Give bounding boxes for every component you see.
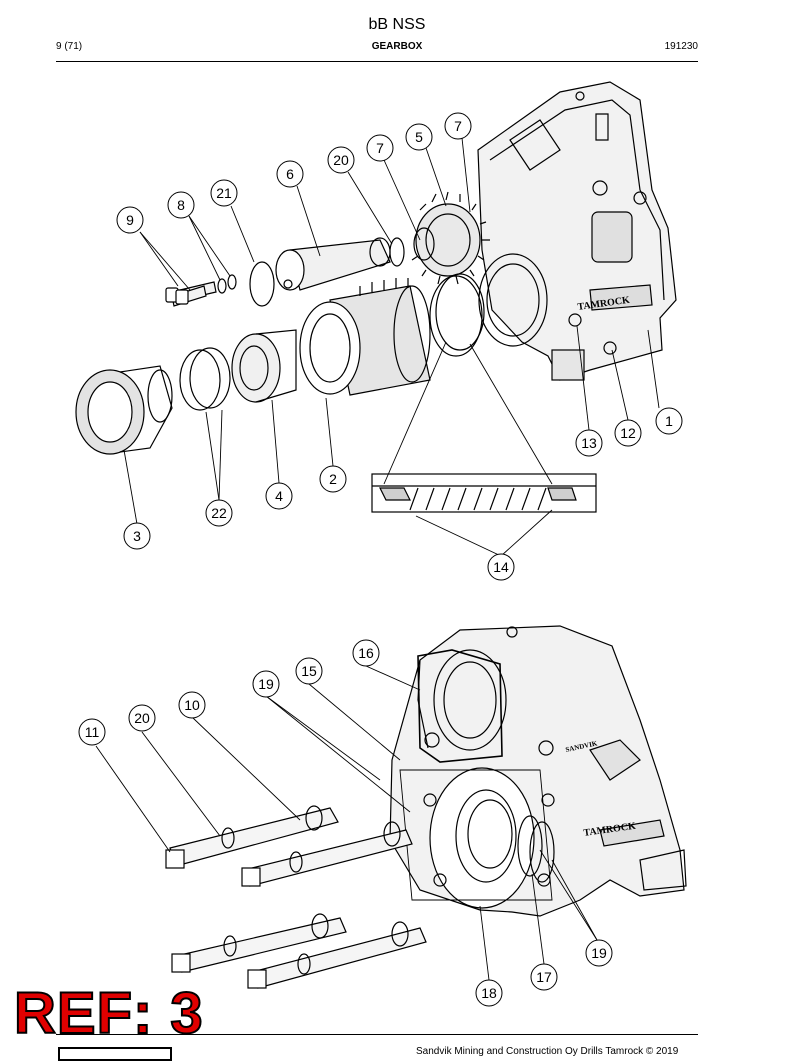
callout-21: 21: [210, 179, 238, 207]
callout-2: 2: [319, 465, 347, 493]
svg-text:4: 4: [275, 488, 283, 504]
callout-15: 15: [295, 657, 323, 685]
callout-7b: 7: [444, 112, 472, 140]
shaft-item-6: [275, 237, 391, 291]
svg-text:16: 16: [358, 645, 374, 661]
callout-12: 12: [614, 419, 642, 447]
header-rule: [56, 61, 698, 62]
svg-text:20: 20: [333, 152, 349, 168]
svg-text:19: 19: [591, 945, 607, 961]
valve-cartridges: [165, 805, 427, 989]
svg-text:8: 8: [177, 197, 185, 213]
svg-text:9: 9: [126, 212, 134, 228]
callout-13: 13: [575, 429, 603, 457]
svg-text:14: 14: [493, 559, 509, 575]
svg-text:20: 20: [134, 710, 150, 726]
callout-19a: 19: [252, 670, 280, 698]
svg-text:5: 5: [415, 129, 423, 145]
svg-text:6: 6: [286, 166, 294, 182]
callout-20: 20: [327, 146, 355, 174]
callout-16: 16: [352, 639, 380, 667]
svg-text:15: 15: [301, 663, 317, 679]
svg-text:10: 10: [184, 697, 200, 713]
svg-text:22: 22: [211, 505, 227, 521]
callout-17: 17: [530, 963, 558, 991]
section-title: GEARBOX: [371, 41, 423, 52]
document-number: 191230: [664, 41, 698, 52]
seal-cross-section: [371, 341, 597, 513]
callout-3: 3: [123, 522, 151, 550]
gear-sleeve-item-2: [299, 278, 431, 396]
drive-gear-item-3: [75, 365, 173, 455]
gearbox-housing-top: [477, 81, 677, 381]
callout-10: 10: [178, 691, 206, 719]
callout-18: 18: [475, 979, 503, 1007]
callout-4: 4: [265, 482, 293, 510]
svg-text:7: 7: [454, 118, 462, 134]
gearbox-housing-bottom: [389, 625, 687, 917]
callout-20-bottom: 20: [128, 704, 156, 732]
svg-text:21: 21: [216, 185, 232, 201]
svg-text:11: 11: [85, 724, 100, 740]
callout-1: 1: [655, 407, 683, 435]
svg-text:19: 19: [258, 676, 274, 692]
footer-copyright: Sandvik Mining and Construction Oy Drill…: [416, 1046, 679, 1057]
svg-text:1: 1: [665, 413, 673, 429]
reference-stamp: REF: 3: [13, 980, 204, 1047]
svg-text:17: 17: [536, 969, 552, 985]
svg-text:12: 12: [620, 425, 636, 441]
callout-8: 8: [167, 191, 195, 219]
svg-text:7: 7: [376, 140, 384, 156]
gear-item-5: [411, 191, 490, 285]
svg-text:13: 13: [581, 435, 597, 451]
callout-22: 22: [205, 499, 233, 527]
footer-rule: [56, 1034, 698, 1035]
callout-7a: 7: [366, 134, 394, 162]
callout-11: 11: [78, 718, 106, 746]
svg-text:2: 2: [329, 471, 337, 487]
callout-6: 6: [276, 160, 304, 188]
svg-text:18: 18: [481, 985, 497, 1001]
footer-logo: [58, 1047, 172, 1061]
callout-9: 9: [116, 206, 144, 234]
callout-14: 14: [487, 553, 515, 581]
callout-5: 5: [405, 123, 433, 151]
document-title: bB NSS: [368, 16, 426, 33]
callout-19b: 19: [585, 939, 613, 967]
page-number: 9 (71): [56, 41, 83, 52]
svg-text:3: 3: [133, 528, 141, 544]
